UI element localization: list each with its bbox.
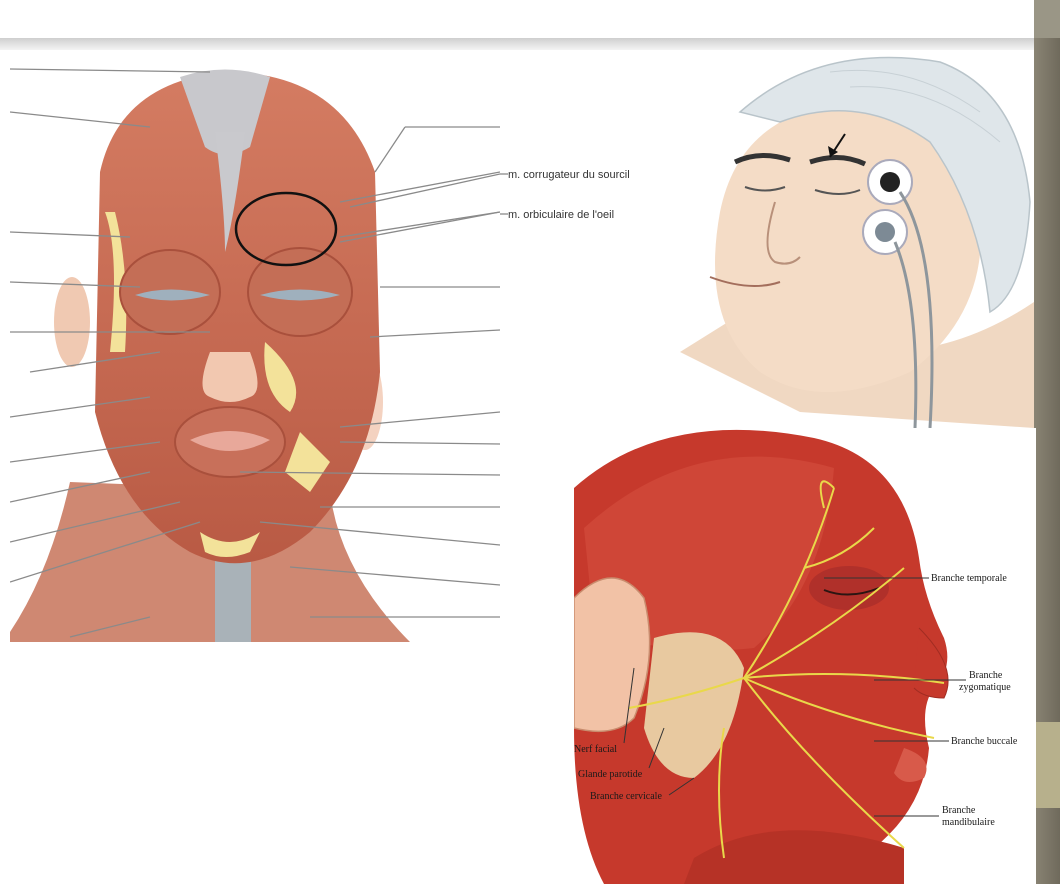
temporalis-muscle (584, 456, 834, 651)
patient-eyebrow-right (809, 155, 867, 167)
left-eye (135, 289, 210, 301)
slide-top-area (0, 0, 1034, 38)
head-muscles (95, 72, 380, 564)
right-leader-lines (239, 126, 500, 618)
patient-nose (766, 201, 801, 265)
patient-face (715, 102, 982, 392)
electrode-cable (898, 191, 934, 428)
slide-header-shadow (0, 38, 1034, 50)
facial-nerve-side-diagram: Branche temporale Branche zygomatique Br… (574, 428, 1036, 884)
corrugator-highlight-circle (234, 191, 338, 267)
nose (202, 352, 258, 402)
front-face-labels: m. corrugateur du sourcil m. orbiculaire… (500, 169, 630, 221)
front-facial-muscles-diagram (10, 52, 500, 642)
label-branche-mandibulaire-2: mandibulaire (942, 817, 995, 828)
lips (190, 431, 270, 451)
label-glande-parotide: Glande parotide (578, 769, 643, 780)
label-branche-cervicale: Branche cervicale (590, 791, 662, 802)
label-branche-temporale: Branche temporale (931, 573, 1007, 584)
corrugator-label: m. corrugateur du sourcil (508, 169, 630, 181)
patient-mouth (709, 276, 781, 287)
patient-eyebrow-left (733, 153, 791, 165)
label-branche-zygomatique-2: zygomatique (959, 682, 1011, 693)
orbicularis-label: m. orbiculaire de l'oeil (508, 209, 614, 221)
slide-side-strip (1034, 0, 1060, 884)
left-ear (54, 277, 90, 367)
parotid-gland (644, 632, 744, 778)
right-eye (260, 289, 340, 301)
label-branche-mandibulaire-1: Branche (942, 805, 976, 816)
surgical-cap (738, 56, 1031, 314)
eye-orbit (809, 566, 889, 610)
galea-aponeurotica (180, 69, 270, 155)
facial-nerve-branches (628, 480, 945, 859)
label-branche-buccale: Branche buccale (951, 736, 1018, 747)
label-branche-zygomatique-1: Branche (969, 670, 1003, 681)
fat-tissue (105, 212, 127, 352)
trachea (215, 557, 251, 642)
left-leader-lines (10, 68, 211, 638)
ear (574, 577, 651, 733)
label-nerf-facial: Nerf facial (574, 744, 617, 755)
lips-profile (894, 748, 927, 782)
patient-emg-illustration (680, 52, 1034, 428)
